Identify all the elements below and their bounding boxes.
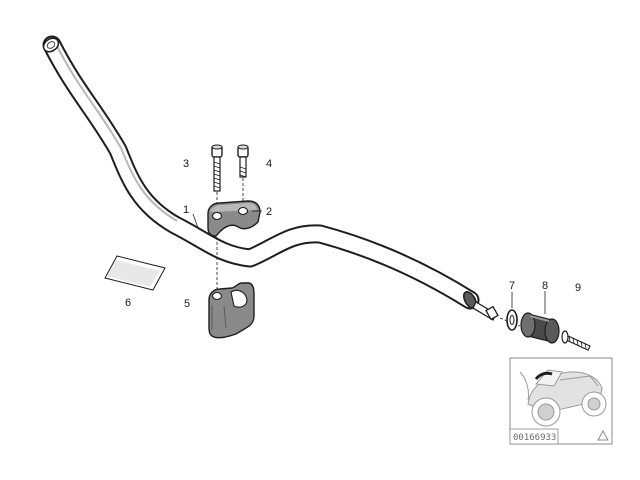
clamp-upper: [207, 200, 261, 237]
motorcycle-thumbnail: 00166933: [509, 357, 613, 445]
reference-number: 00166933: [513, 433, 556, 443]
callout-3: 3: [183, 158, 189, 170]
callout-7: 7: [509, 280, 515, 292]
callout-5: 5: [184, 298, 190, 310]
washer: [506, 309, 518, 331]
handlebar: [42, 35, 499, 321]
warning-triangle-icon: [597, 429, 609, 441]
leader-lines: [192, 210, 546, 314]
bolt-right: [237, 144, 249, 178]
bar-end-weight: [520, 312, 560, 344]
clamp-lower: [208, 282, 255, 339]
callout-6: 6: [125, 297, 131, 309]
callout-2: 2: [266, 206, 272, 218]
callout-4: 4: [266, 158, 272, 170]
callout-9: 9: [575, 282, 581, 294]
bar-end-screw: [561, 330, 591, 351]
sticker: [104, 255, 166, 291]
callout-1: 1: [183, 204, 189, 216]
bolt-left: [211, 144, 223, 192]
callout-8: 8: [542, 280, 548, 292]
